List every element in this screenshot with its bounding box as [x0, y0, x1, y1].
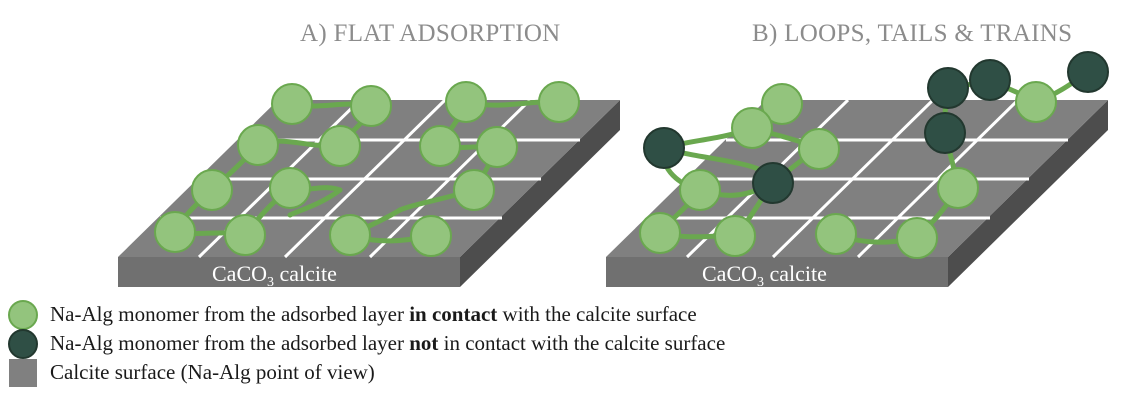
legend-item-not-contact: Na-Alg monomer from the adsorbed layer n… [8, 328, 1008, 359]
slab-b-label: CaCO3 calcite [702, 261, 827, 290]
monomer-contact [271, 83, 313, 125]
monomer-contact [237, 124, 279, 166]
legend-item-surface: Calcite surface (Na-Alg point of view) [8, 358, 1008, 387]
legend: Na-Alg monomer from the adsorbed layer i… [8, 299, 1008, 387]
panel-a-monomers [154, 81, 580, 257]
surface-square-icon [9, 358, 37, 387]
panel-b-title: B) LOOPS, TAILS & TRAINS [752, 20, 1072, 47]
slab-a-side [460, 100, 620, 287]
monomer-contact [191, 169, 233, 211]
legend-text-not-contact: Na-Alg monomer from the adsorbed layer n… [50, 331, 726, 355]
monomer-contact [1015, 81, 1057, 123]
monomer-contact [538, 81, 580, 123]
monomer-contact [761, 83, 803, 125]
legend-text-surface: Calcite surface (Na-Alg point of view) [50, 360, 375, 384]
monomer-contact [224, 214, 266, 256]
monomer-contact [896, 217, 938, 259]
monomer-not-contact [924, 112, 966, 154]
panel-b-noncontact-monomers [643, 51, 1109, 204]
monomer-contact [154, 211, 196, 253]
monomer-contact [798, 128, 840, 170]
monomer-contact [319, 125, 361, 167]
monomer-not-contact [969, 59, 1011, 101]
monomer-contact [731, 107, 773, 149]
monomer-contact [350, 85, 392, 127]
legend-item-contact: Na-Alg monomer from the adsorbed layer i… [8, 299, 1008, 330]
monomer-contact [815, 213, 857, 255]
monomer-contact [410, 215, 452, 257]
monomer-not-contact [752, 162, 794, 204]
monomer-contact [269, 167, 311, 209]
monomer-contact [453, 169, 495, 211]
slab-b-side [948, 100, 1108, 287]
contact-monomer-icon [8, 299, 38, 330]
monomer-contact [937, 167, 979, 209]
noncontact-monomer-icon [8, 328, 38, 359]
monomer-contact [329, 214, 371, 256]
monomer-contact [639, 212, 681, 254]
monomer-contact [476, 126, 518, 168]
legend-text-contact: Na-Alg monomer from the adsorbed layer i… [50, 302, 697, 326]
monomer-contact [714, 215, 756, 257]
slab-b-grid [648, 98, 1068, 259]
monomer-not-contact [927, 67, 969, 109]
panel-a-title: A) FLAT ADSORPTION [300, 20, 561, 47]
monomer-not-contact [643, 127, 685, 169]
monomer-contact [445, 81, 487, 123]
monomer-not-contact [1067, 51, 1109, 93]
monomer-contact [679, 169, 721, 211]
panel-b-contact-monomers [639, 81, 1057, 259]
slab-a-label: CaCO3 calcite [212, 261, 337, 290]
slab-a-front [118, 257, 460, 287]
monomer-contact [419, 125, 461, 167]
slab-b-front [606, 257, 948, 287]
